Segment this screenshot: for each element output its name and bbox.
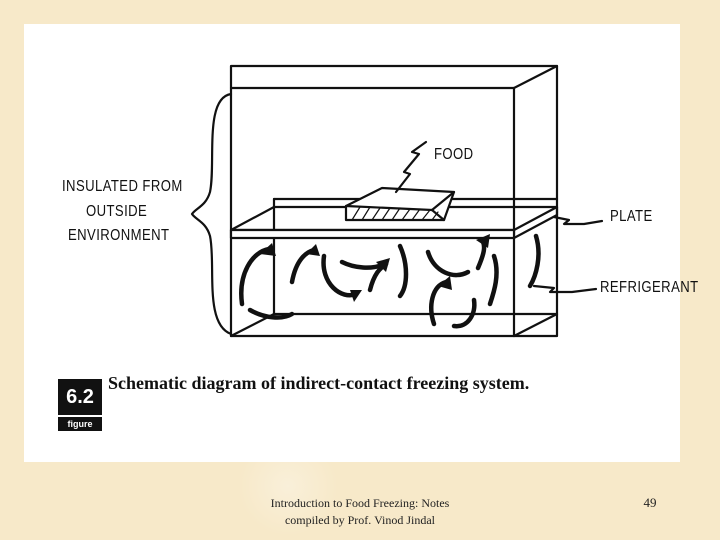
- plate-leader: [552, 215, 604, 226]
- box-top-right-slant: [512, 64, 559, 90]
- figure-panel: FOOD INSULATED FROM OUTSIDE ENVIRONMENT …: [24, 24, 698, 462]
- swirl-7: [397, 243, 409, 299]
- freezing-system-diagram: [190, 64, 604, 338]
- plate-right: [512, 213, 559, 240]
- footer-line-2: compiled by Prof. Vinod Jindal: [284, 513, 436, 527]
- figure-number: 6.2: [58, 379, 102, 415]
- footer-line-1: Introduction to Food Freezing: Notes: [270, 496, 450, 510]
- plate-front: [229, 228, 516, 240]
- food-label: FOOD: [434, 146, 474, 163]
- swirl-11: [451, 297, 477, 329]
- insulation-brace: [190, 92, 233, 336]
- swirl-2: [247, 307, 295, 320]
- food-block: [344, 186, 456, 222]
- insulated-label-line-3: ENVIRONMENT: [68, 227, 170, 244]
- swirl-8: [425, 249, 471, 278]
- swirl-3: [289, 247, 317, 285]
- page-number: 49: [643, 495, 657, 510]
- refrigerant-leader: [532, 284, 598, 294]
- slide-footer: Introduction to Food Freezing: Notes com…: [240, 495, 480, 529]
- figure-word: figure: [58, 417, 102, 431]
- figure-badge: 6.2 figure: [58, 379, 102, 431]
- swirl-13: [527, 233, 541, 289]
- box-back-face: [229, 64, 559, 338]
- insulated-label-line-2: OUTSIDE: [86, 203, 148, 220]
- refrigerant-label: REFRIGERANT: [600, 279, 699, 296]
- swirl-10: [429, 279, 449, 327]
- swirl-1: [239, 246, 272, 307]
- food-leader: [394, 140, 428, 194]
- swirl-12: [487, 253, 499, 307]
- plate-label: PLATE: [610, 208, 653, 225]
- insulated-label-line-1: INSULATED FROM: [62, 178, 183, 195]
- box-bottom-right-slant: [512, 312, 559, 338]
- figure-caption: Schematic diagram of indirect-contact fr…: [108, 373, 530, 393]
